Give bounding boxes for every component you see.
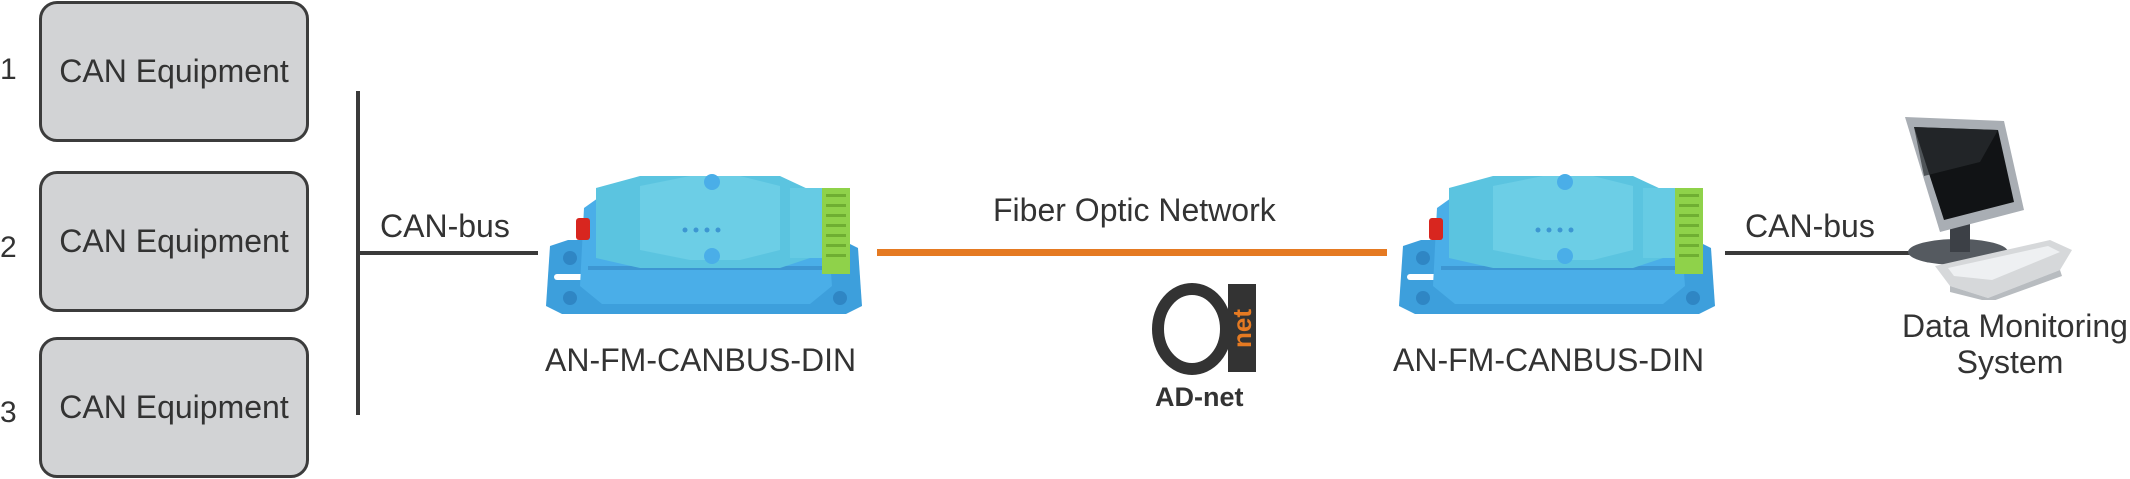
fiber-optic-link bbox=[877, 249, 1387, 256]
can-bus-link-left bbox=[358, 251, 538, 255]
fiber-optic-label: Fiber Optic Network bbox=[993, 192, 1276, 228]
can-bus-link-right bbox=[1725, 251, 1920, 255]
can-equipment-label: CAN Equipment bbox=[59, 53, 289, 89]
equipment-index-3: 3 bbox=[0, 396, 17, 429]
adnet-logo-icon bbox=[1152, 283, 1256, 375]
fiber-converter-icon bbox=[1399, 174, 1715, 314]
converter-model-label-1: AN-FM-CANBUS-DIN bbox=[545, 342, 857, 378]
equipment-index-2: 2 bbox=[0, 231, 17, 264]
can-bus-label-right: CAN-bus bbox=[1745, 208, 1875, 244]
data-monitoring-computer bbox=[1900, 110, 2080, 302]
adnet-logo-mark-text: net bbox=[1226, 308, 1257, 348]
adnet-logo: net bbox=[1150, 282, 1260, 378]
data-monitoring-label: Data Monitoring System bbox=[1895, 308, 2130, 380]
can-equipment-1: CAN Equipment bbox=[39, 1, 309, 142]
can-equipment-3: CAN Equipment bbox=[39, 337, 309, 478]
equipment-index-1: 1 bbox=[0, 53, 17, 86]
can-bus-label-left: CAN-bus bbox=[380, 208, 510, 244]
can-equipment-2: CAN Equipment bbox=[39, 171, 309, 312]
desktop-computer-icon bbox=[1905, 117, 2072, 302]
can-equipment-label: CAN Equipment bbox=[59, 389, 289, 425]
adnet-logo-word: AD-net bbox=[1155, 382, 1244, 412]
fiber-converter-1 bbox=[540, 168, 870, 314]
adnet-logo-mark: net bbox=[1226, 309, 1258, 348]
fiber-converter-2 bbox=[1393, 168, 1723, 314]
converter-model-label-2: AN-FM-CANBUS-DIN bbox=[1393, 342, 1705, 378]
data-monitoring-label-line1: Data Monitoring bbox=[1902, 308, 2128, 344]
fiber-converter-icon bbox=[546, 174, 862, 314]
can-equipment-label: CAN Equipment bbox=[59, 223, 289, 259]
data-monitoring-label-line2: System bbox=[1956, 344, 2064, 380]
